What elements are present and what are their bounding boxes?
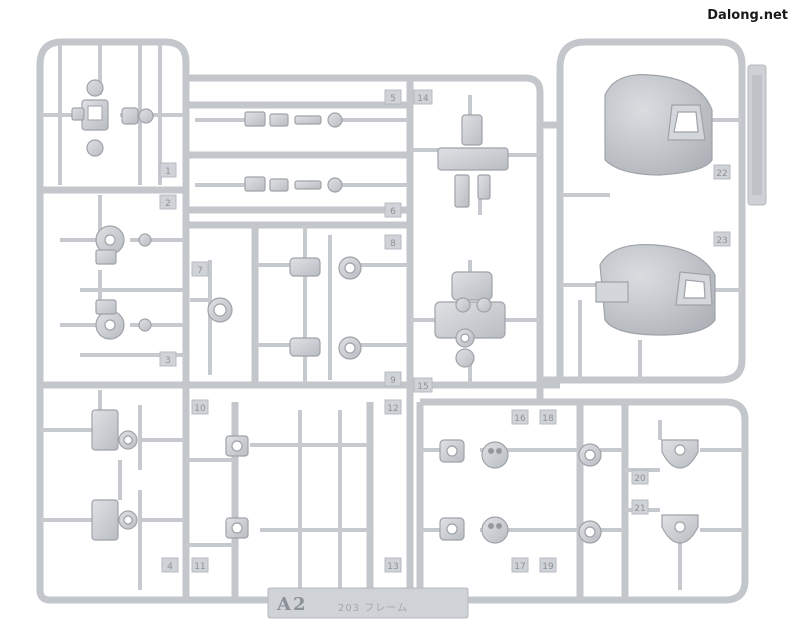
svg-text:1: 1 [165, 167, 171, 177]
svg-text:23: 23 [716, 236, 727, 246]
plate-label-tab [267, 587, 469, 619]
vertical-id-tab [747, 64, 767, 206]
svg-text:21: 21 [634, 504, 645, 514]
svg-text:7: 7 [197, 266, 203, 276]
svg-text:5: 5 [390, 94, 396, 104]
svg-text:15: 15 [417, 382, 428, 392]
svg-text:12: 12 [387, 404, 398, 414]
svg-text:3: 3 [165, 356, 171, 366]
svg-text:20: 20 [634, 474, 646, 484]
part-small-pins [244, 111, 343, 193]
runner-frame [36, 38, 749, 604]
svg-text:6: 6 [390, 207, 396, 217]
svg-text:9: 9 [390, 376, 396, 386]
part-t-piece [437, 114, 509, 208]
svg-text:13: 13 [387, 562, 398, 572]
part-bottom-blocks [91, 409, 138, 541]
part-ball-joints [439, 439, 602, 544]
plate-label: A2 [277, 594, 308, 615]
svg-text:10: 10 [194, 404, 206, 414]
part-triple-ring [434, 271, 506, 368]
part-joint-2 [95, 225, 233, 340]
svg-text:18: 18 [542, 414, 554, 424]
part-head-upper [604, 74, 713, 176]
part-clips [661, 439, 699, 544]
part-head-lower [595, 244, 716, 336]
svg-text:2: 2 [165, 199, 171, 209]
plate-sublabel: 203 フレーム [338, 603, 408, 614]
svg-text:19: 19 [542, 562, 554, 572]
svg-text:4: 4 [167, 562, 173, 572]
part-joint-1 [71, 79, 154, 157]
watermark-text: Dalong.net [707, 8, 788, 23]
part-ring-joints [289, 256, 362, 360]
svg-text:8: 8 [390, 239, 396, 249]
number-tag-labels: 1 2 3 4 5 6 7 8 9 10 11 12 13 14 15 16 1… [165, 94, 728, 572]
svg-text:17: 17 [514, 562, 525, 572]
svg-text:14: 14 [417, 94, 429, 104]
svg-text:16: 16 [514, 414, 526, 424]
svg-text:22: 22 [716, 169, 727, 179]
number-tags [159, 89, 731, 573]
part-bottom-joints [225, 435, 249, 539]
svg-text:11: 11 [194, 562, 205, 572]
